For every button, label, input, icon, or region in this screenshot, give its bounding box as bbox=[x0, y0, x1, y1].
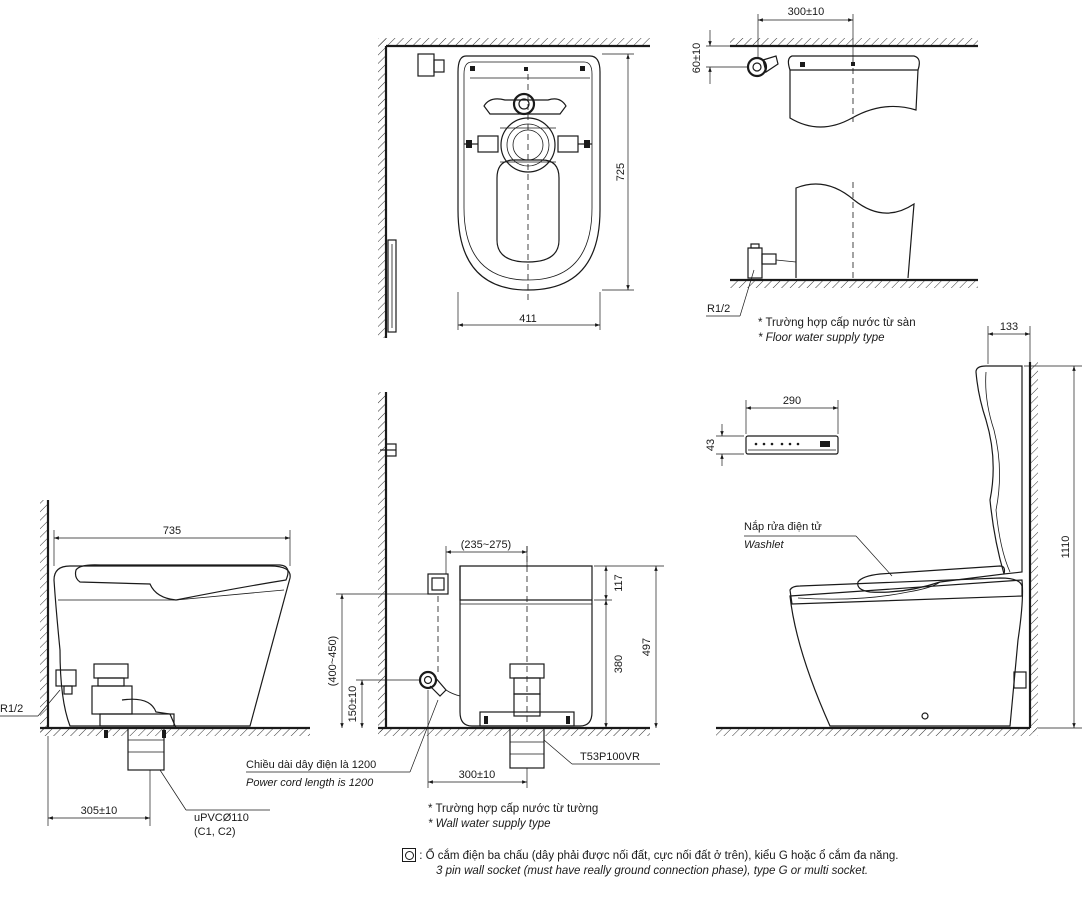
dim-side-length: 735 bbox=[163, 525, 181, 537]
dim-floor-supply-offset: 300±10 bbox=[788, 6, 825, 18]
dim-tank-height: 117 bbox=[613, 574, 625, 592]
note-floor-supply: * Trường hợp cấp nước từ sàn * Floor wat… bbox=[758, 316, 916, 346]
dim-top-width: 411 bbox=[519, 313, 537, 325]
label-r12-side: R1/2 bbox=[0, 703, 23, 715]
label-washlet-en: Washlet bbox=[744, 539, 784, 551]
socket-icon bbox=[402, 848, 416, 862]
dim-remote-height: 43 bbox=[705, 439, 717, 451]
label-washlet-vi: Nắp rửa điện tử bbox=[744, 520, 822, 533]
dim-lid-open-height: 1110 bbox=[1060, 536, 1072, 559]
label-model: T53P100VR bbox=[580, 751, 640, 763]
note-wall-supply-vi: * Trường hợp cấp nước từ tường bbox=[428, 803, 599, 815]
dim-seat-height: 380 bbox=[613, 655, 625, 673]
side-view bbox=[0, 500, 310, 826]
top-view bbox=[378, 38, 650, 338]
label-pipe-line1: uPVCØ110 bbox=[194, 812, 249, 824]
dim-wall-supply-height: 150±10 bbox=[347, 686, 359, 723]
dim-front-range: (235~275) bbox=[461, 539, 511, 551]
label-cord-vi: Chiều dài dây điện là 1200 bbox=[246, 759, 376, 771]
dim-total-height: 497 bbox=[641, 638, 653, 656]
note-wall-supply: * Trường hợp cấp nước từ tường * Wall wa… bbox=[428, 802, 598, 832]
note-floor-supply-vi: * Trường hợp cấp nước từ sàn bbox=[758, 317, 916, 329]
note-socket-en: 3 pin wall socket (must have really grou… bbox=[436, 865, 869, 877]
dim-floor-supply-height: 60±10 bbox=[691, 43, 703, 74]
remote-control bbox=[716, 400, 839, 466]
note-floor-supply-en: * Floor water supply type bbox=[758, 332, 885, 344]
dim-top-depth: 725 bbox=[615, 163, 627, 181]
floor-supply-detail bbox=[706, 14, 978, 317]
note-socket-vi: : Ổ cắm điện ba chấu (dây phải được nối … bbox=[419, 850, 899, 862]
note-wall-supply-en: * Wall water supply type bbox=[428, 818, 551, 830]
dim-drain-offset: 305±10 bbox=[81, 805, 118, 817]
dim-socket-height: (400~450) bbox=[327, 636, 339, 686]
note-socket: : Ổ cắm điện ba chấu (dây phải được nối … bbox=[402, 848, 898, 879]
dim-lid-depth: 133 bbox=[1000, 321, 1018, 333]
dim-wall-supply-offset: 300±10 bbox=[459, 769, 496, 781]
label-cord-en: Power cord length is 1200 bbox=[246, 777, 374, 789]
side-view-open-lid bbox=[716, 326, 1082, 736]
front-view bbox=[246, 392, 664, 788]
label-pipe-line2: (C1, C2) bbox=[194, 826, 236, 838]
label-r12-floor: R1/2 bbox=[707, 303, 730, 315]
dim-remote-width: 290 bbox=[783, 395, 801, 407]
